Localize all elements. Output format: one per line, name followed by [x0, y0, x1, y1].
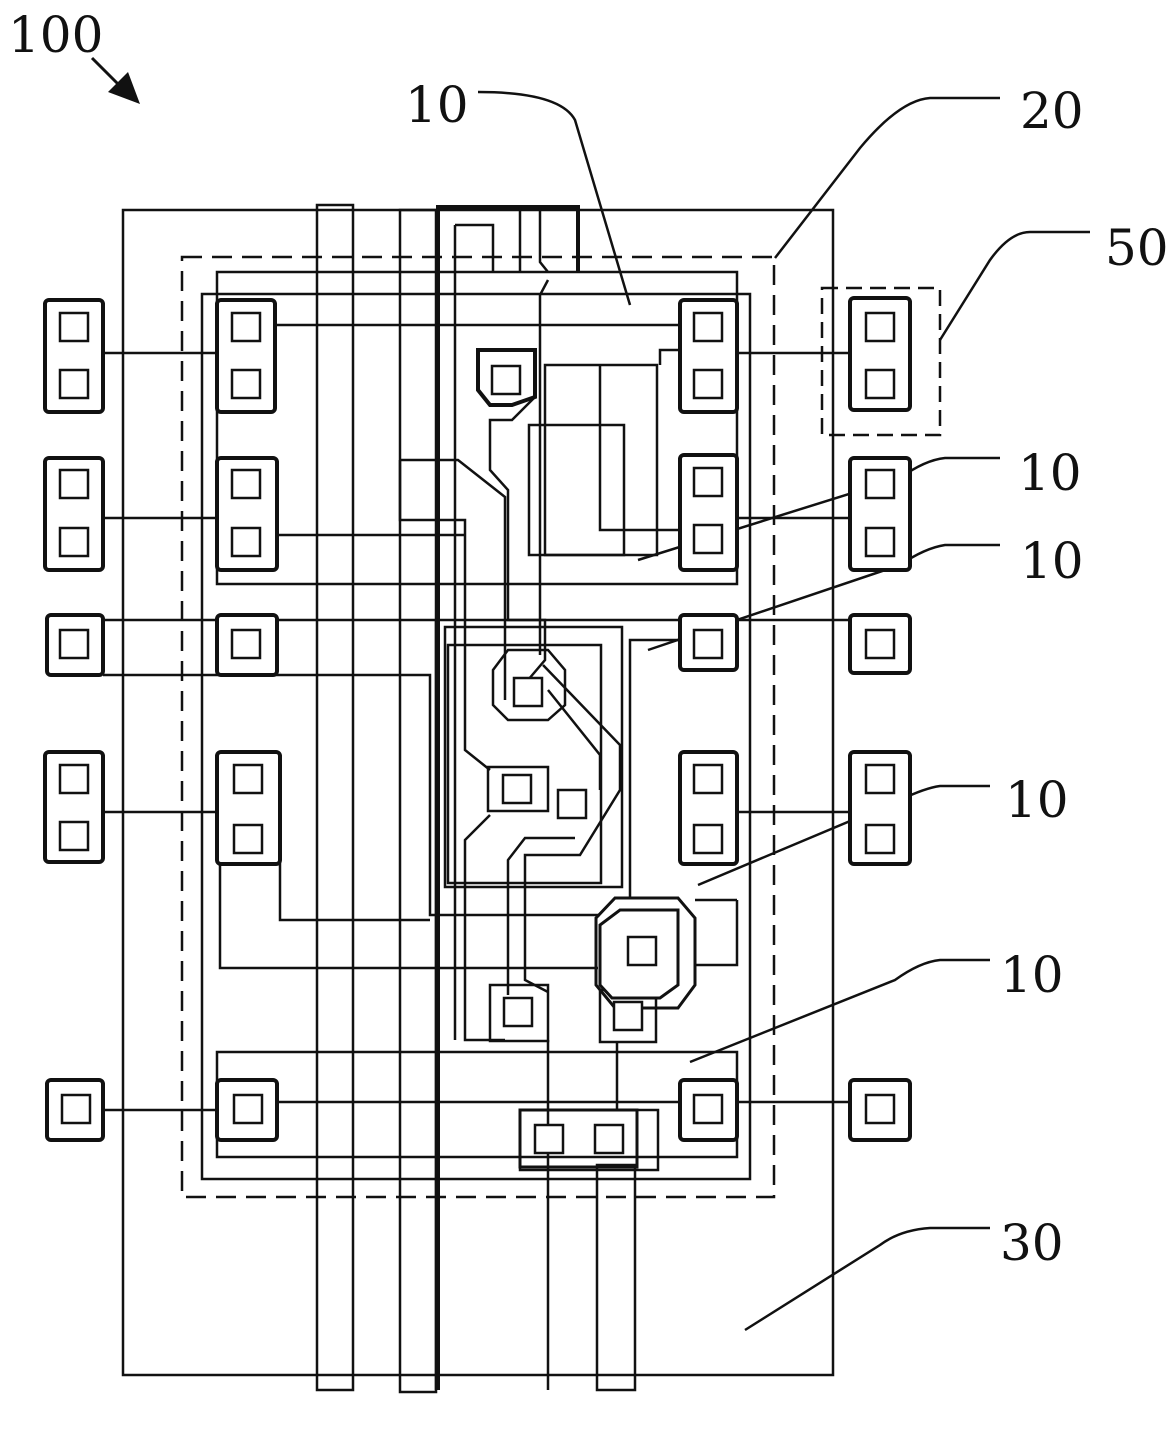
center-long-wire	[538, 279, 550, 655]
octagon-wire	[628, 638, 680, 898]
via-ri2b	[692, 523, 724, 555]
bottom-contact-frame	[488, 983, 550, 1043]
via-top-center	[490, 364, 522, 396]
inner-frame	[200, 292, 752, 1181]
dashed-pad-group-50	[820, 286, 942, 437]
middle-block-outer	[443, 625, 624, 889]
via-ri5	[692, 1093, 724, 1125]
label-50: 50	[1105, 219, 1169, 277]
via-bottom-double-a	[533, 1123, 565, 1155]
octagon-wire-2	[695, 900, 739, 967]
via-ri3	[692, 628, 724, 660]
leader-10-right-3	[697, 784, 990, 887]
via-l4a	[58, 763, 90, 795]
vertical-strip-1	[315, 203, 355, 1392]
label-10-right-2: 10	[1020, 532, 1084, 590]
via-octagon-bottom	[612, 1000, 644, 1032]
via-ri4b	[692, 823, 724, 855]
via-li5	[232, 1093, 264, 1125]
via-ro4a	[864, 763, 896, 795]
label-20: 20	[1020, 82, 1084, 140]
wire-h-12	[218, 842, 598, 970]
left-step-trace	[400, 458, 507, 700]
via-li4a	[232, 763, 264, 795]
wire-h-11	[278, 842, 430, 922]
mid-contact-frame	[486, 765, 550, 813]
via-li1a	[230, 311, 262, 343]
wire-right-contact	[598, 365, 680, 532]
mid-lower-wire-2	[506, 836, 575, 995]
substrate-outline	[121, 208, 835, 1377]
via-li2b	[230, 526, 262, 558]
via-mid-right	[556, 788, 588, 820]
mid-diagonal-wire-2	[547, 689, 602, 790]
leader-10-bottom	[689, 958, 990, 1064]
leader-30	[744, 1226, 990, 1332]
via-octagon	[626, 935, 658, 967]
via-l5	[60, 1093, 92, 1125]
label-30: 30	[1000, 1214, 1064, 1272]
via-mid-left	[501, 773, 533, 805]
via-ro2a	[864, 468, 896, 500]
label-10-top: 10	[405, 76, 469, 134]
mid-diagonal-wire	[523, 664, 622, 994]
via-bottom-left	[502, 996, 534, 1028]
via-ro1a	[864, 311, 896, 343]
via-l2a	[58, 468, 90, 500]
mid-lower-wire	[463, 814, 505, 1042]
inner-block-b	[527, 423, 626, 557]
via-li1b	[230, 368, 262, 400]
reference-arrow	[90, 56, 140, 104]
dashed-region-20	[180, 255, 776, 1199]
label-10-bottom: 10	[1000, 946, 1064, 1004]
via-ro5	[864, 1093, 896, 1125]
left-step-trace-2	[398, 460, 491, 771]
via-mid-center	[512, 676, 544, 708]
via-l2b	[58, 526, 90, 558]
gate-inner-left	[455, 223, 495, 272]
via-ro1b	[864, 368, 896, 400]
bottom-double-contact-outer	[518, 1108, 660, 1172]
via-li2a	[230, 468, 262, 500]
label-10-right-3: 10	[1005, 771, 1069, 829]
wire-h-18	[658, 348, 680, 365]
via-ri2a	[692, 466, 724, 498]
leader-10-top	[477, 90, 632, 306]
middle-contact-outline	[491, 648, 567, 722]
upper-block	[215, 270, 739, 586]
via-l3	[58, 628, 90, 660]
label-10-right-1: 10	[1018, 444, 1082, 502]
via-ri4a	[692, 763, 724, 795]
via-l1a	[58, 311, 90, 343]
via-l1b	[58, 368, 90, 400]
vertical-strip-3	[595, 1163, 637, 1392]
via-ri1a	[692, 311, 724, 343]
via-l4b	[58, 820, 90, 852]
via-ri1b	[692, 368, 724, 400]
gate-stub-2	[538, 207, 549, 273]
via-li4b	[232, 823, 264, 855]
via-ro3	[864, 628, 896, 660]
via-ro2b	[864, 526, 896, 558]
top-gate-trace	[436, 205, 580, 1390]
label-100: 100	[8, 6, 103, 64]
leader-50	[938, 230, 1090, 341]
via-bottom-double-b	[593, 1123, 625, 1155]
octagon-element	[594, 896, 697, 1010]
via-ro4b	[864, 823, 896, 855]
leader-20	[774, 96, 1000, 259]
via-li3	[230, 628, 262, 660]
